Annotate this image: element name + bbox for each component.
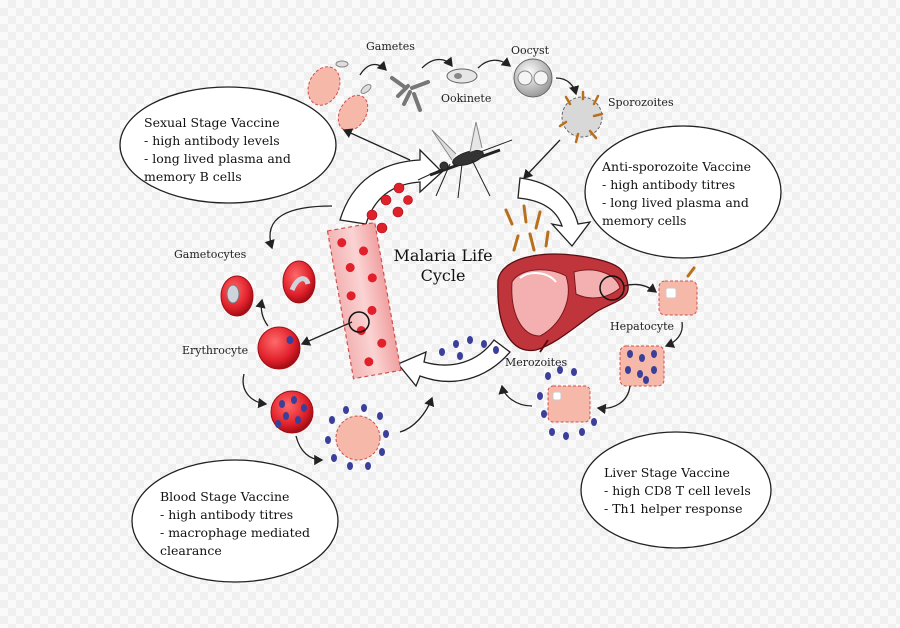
liver	[497, 253, 629, 353]
liver-vaccine-line: - Th1 helper response	[604, 501, 743, 516]
oocyst	[513, 58, 553, 98]
liver-vaccine-text: Liver Stage Vaccine - high CD8 T cell le…	[604, 464, 751, 518]
released-erythrocytes	[366, 182, 413, 234]
gametocyte-cell-2	[282, 260, 316, 304]
ruptured-erythrocyte	[325, 404, 389, 470]
free-merozoites	[439, 336, 499, 360]
label-merozoites: Merozoites	[505, 356, 568, 369]
anti-sporozoite-vaccine-bubble	[584, 125, 782, 259]
sporozoite-oocyst	[558, 90, 604, 144]
erythrocyte-infected	[257, 326, 301, 370]
liver-schizont	[619, 345, 665, 387]
ookinete	[446, 68, 478, 84]
liver-arrows	[498, 283, 683, 415]
gamete-cells	[307, 60, 372, 132]
liver-vaccine-bubble	[580, 431, 772, 549]
liver-highlight-circle	[599, 275, 625, 301]
blood-vessel	[326, 221, 402, 380]
anti-sporozoite-vaccine-title: Anti-sporozoite Vaccine	[602, 159, 752, 174]
anti-sporozoite-vaccine-line: - high antibody titres	[602, 177, 736, 192]
cycle-arrow-top-left	[339, 148, 443, 225]
vessel-highlight-circle	[348, 311, 370, 333]
injected-sporozoites	[504, 204, 550, 252]
label-sporozoites: Sporozoites	[608, 96, 674, 109]
blood-vaccine-title: Blood Stage Vaccine	[160, 489, 290, 504]
title-line-2: Cycle	[420, 266, 466, 285]
blood-vaccine-bubble	[131, 459, 339, 583]
blood-vaccine-line: clearance	[160, 543, 222, 558]
erythrocyte-schizont	[270, 390, 314, 434]
microgametes	[390, 76, 430, 112]
label-gametocytes: Gametocytes	[174, 248, 247, 261]
liver-vaccine-line: - high CD8 T cell levels	[604, 483, 751, 498]
merozoite-release-cell	[537, 366, 597, 440]
blood-vaccine-text: Blood Stage Vaccine - high antibody titr…	[160, 488, 310, 560]
anti-sporozoite-vaccine-line: memory cells	[602, 213, 687, 228]
sexual-vaccine-line: memory B cells	[144, 169, 242, 184]
hepatocyte-cell	[658, 266, 698, 316]
gametocyte-cell-1	[220, 275, 254, 317]
blood-vaccine-line: - macrophage mediated	[160, 525, 311, 540]
liver-vaccine-title: Liver Stage Vaccine	[604, 465, 730, 480]
label-ookinete: Ookinete	[441, 92, 492, 105]
blood-arrows	[242, 205, 435, 466]
anti-sporozoite-vaccine-text: Anti-sporozoite Vaccine - high antibody …	[602, 158, 751, 230]
title-line-1: Malaria Life	[393, 246, 493, 265]
mosquito	[417, 121, 513, 199]
sexual-vaccine-line: - high antibody levels	[144, 133, 280, 148]
blood-vaccine-line: - high antibody titres	[160, 507, 294, 522]
label-gametes: Gametes	[366, 40, 415, 53]
sexual-vaccine-bubble	[119, 86, 337, 204]
top-arrows	[342, 56, 580, 179]
sexual-vaccine-text: Sexual Stage Vaccine - high antibody lev…	[144, 114, 291, 186]
label-oocyst: Oocyst	[511, 44, 550, 57]
sexual-vaccine-title: Sexual Stage Vaccine	[144, 115, 280, 130]
cycle-arrow-right	[517, 177, 592, 248]
diagram-title: Malaria Life Cycle	[388, 246, 498, 286]
anti-sporozoite-vaccine-line: - long lived plasma and	[602, 195, 749, 210]
label-hepatocyte: Hepatocyte	[610, 320, 675, 333]
sexual-vaccine-line: - long lived plasma and	[144, 151, 291, 166]
label-erythrocyte: Erythrocyte	[182, 344, 249, 357]
